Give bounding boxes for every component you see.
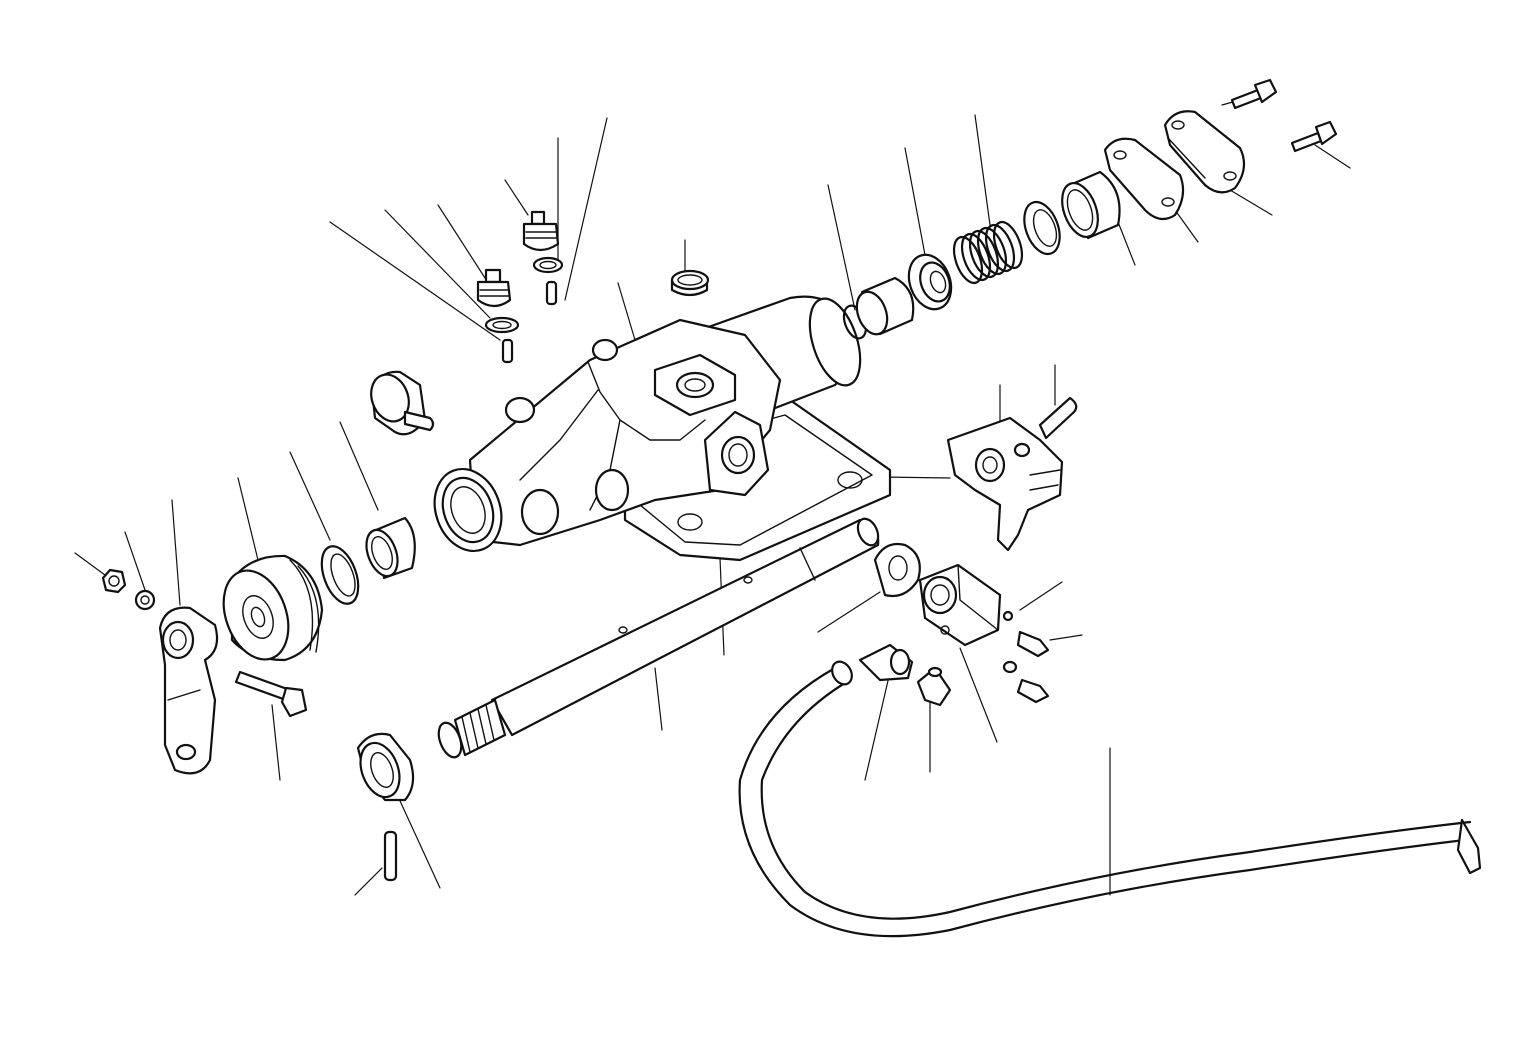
right-side-stack	[842, 78, 1338, 340]
small-nuts	[101, 568, 156, 611]
hose	[738, 660, 1482, 938]
callout-leader-lines	[74, 99, 1351, 896]
right-bracket	[946, 396, 1078, 552]
spring	[952, 220, 1024, 285]
gearbox-housing	[433, 295, 892, 562]
small-screws	[1002, 610, 1050, 704]
left-side-stack	[101, 370, 435, 775]
cover-bolts	[1230, 78, 1338, 153]
top-valve-parts	[476, 210, 710, 364]
shaft-assembly	[356, 517, 1050, 882]
